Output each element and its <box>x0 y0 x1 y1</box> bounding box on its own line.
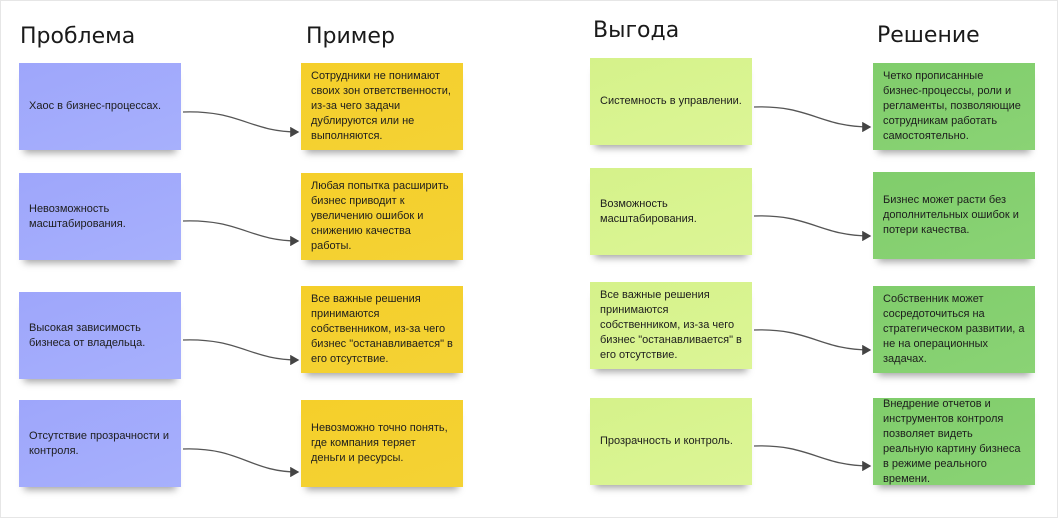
sticky-note-solution[interactable]: Собственник может сосредоточиться на стр… <box>873 286 1035 373</box>
sticky-note-problem[interactable]: Невозможность масштабирования. <box>19 173 181 260</box>
sticky-note-example[interactable]: Любая попытка расширить бизнес приводит … <box>301 173 463 260</box>
sticky-note-example[interactable]: Сотрудники не понимают своих зон ответст… <box>301 63 463 150</box>
header-solution: Решение <box>877 23 980 48</box>
header-example: Пример <box>306 24 395 49</box>
connector-arrow <box>753 329 872 356</box>
sticky-note-benefit[interactable]: Все важные решения принимаются собственн… <box>590 282 752 369</box>
connector-arrow <box>182 448 300 478</box>
sticky-note-benefit[interactable]: Системность в управлении. <box>590 58 752 145</box>
connector-arrow <box>753 106 872 133</box>
sticky-note-example[interactable]: Невозможно точно понять, где компания те… <box>301 400 463 487</box>
sticky-note-benefit[interactable]: Прозрачность и контроль. <box>590 398 752 485</box>
sticky-note-problem[interactable]: Хаос в бизнес-процессах. <box>19 63 181 150</box>
header-benefit: Выгода <box>593 18 680 43</box>
connector-arrow <box>182 339 300 366</box>
sticky-note-example[interactable]: Все важные решения принимаются собственн… <box>301 286 463 373</box>
header-problem: Проблема <box>20 24 136 49</box>
sticky-note-problem[interactable]: Отсутствие прозрачности и контроля. <box>19 400 181 487</box>
sticky-note-problem[interactable]: Высокая зависимость бизнеса от владельца… <box>19 292 181 379</box>
sticky-note-solution[interactable]: Бизнес может расти без дополнительных ош… <box>873 172 1035 259</box>
sticky-note-solution[interactable]: Четко прописанные бизнес-процессы, роли … <box>873 63 1035 150</box>
sticky-note-solution[interactable]: Внедрение отчетов и инструментов контрол… <box>873 398 1035 485</box>
connector-arrow <box>182 111 300 138</box>
connector-arrow <box>753 445 872 472</box>
sticky-note-benefit[interactable]: Возможность масштабирования. <box>590 168 752 255</box>
connector-arrow <box>753 215 872 242</box>
connector-arrow <box>182 220 300 247</box>
